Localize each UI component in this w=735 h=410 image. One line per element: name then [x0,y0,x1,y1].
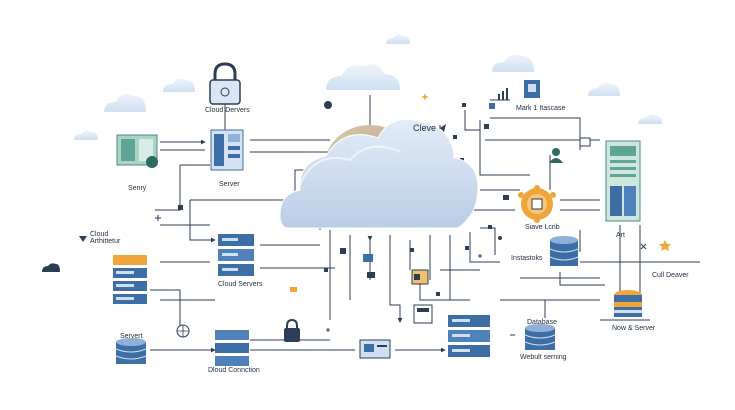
cloud-arch-label-2: Arthittetur [90,238,121,245]
device-icon[interactable] [413,304,433,324]
star-icon [659,240,671,251]
sky-cloud-icon [104,94,146,112]
left-server-stack[interactable] [113,255,147,304]
monitor-icon [359,339,391,359]
box-icon[interactable] [411,269,429,285]
center-server-stack[interactable] [448,315,490,357]
lock-icon[interactable] [284,318,300,342]
slave-node[interactable]: Siave Lcnb [518,185,560,231]
now-server-node[interactable]: Now & Server [612,290,656,332]
cloud-connection-label: Dloud Connction [208,367,260,374]
chip-icon [363,254,375,278]
art-node[interactable]: Art [605,140,641,239]
senry-node[interactable]: Senry [116,134,158,192]
monitor-node[interactable] [359,339,391,359]
server-icon [448,315,490,357]
sky-cloud-icon [42,263,60,272]
sky-cloud-icon [492,54,534,72]
database-icon [614,290,642,317]
panel-icon [116,134,158,168]
database-icon [115,338,147,364]
webuilt-node[interactable]: Database Webult serning [520,319,567,361]
main-cloud-icon [279,118,479,229]
send-icon [440,124,446,132]
cull-deaver-label: Cull Deaver [652,272,689,279]
lock-icon [209,62,241,105]
architecture-label-group: Cloud Arthittetur [79,231,121,245]
webuilt-label: Webult serning [520,354,567,361]
server-node[interactable]: Server [210,129,244,188]
connector-dots [155,93,647,332]
server-icon [218,234,254,276]
background-clouds [42,34,662,272]
slave-label: Siave Lcnb [525,224,560,231]
instastoks-label: Instastoks [511,255,543,262]
server-icon [215,330,249,366]
gear-icon [518,185,556,223]
art-label: Art [616,232,625,239]
sky-cloud-icon [74,130,98,140]
server-tower-icon [605,140,641,222]
globe-icon[interactable] [176,324,190,338]
database-label: Database [527,319,557,326]
server-icon [113,255,147,304]
server-icon [210,129,244,171]
database-icon [524,324,556,350]
pin-icon [79,236,87,242]
cloud-connection-node[interactable]: Dloud Connction [208,330,260,374]
user-icon[interactable] [549,148,563,163]
sky-cloud-icon [638,114,662,124]
image-icon [579,137,591,147]
cleve-label: Cleve [413,123,436,133]
tag-icon [489,103,509,200]
cloud-servers-top-label: Cloud Dervers [205,107,250,114]
server-label: Server [219,181,240,188]
cloud-servers-mid-label: Cloud Servers [218,281,263,288]
mark-label: Mark 1 Itascase [516,105,566,112]
senry-label: Senry [128,185,147,192]
cull-deaver-node[interactable]: Cull Deaver [652,240,689,279]
servert-node[interactable]: Servert [115,333,147,364]
mark-node[interactable]: Mark 1 Itascase [498,80,566,112]
instastoks-node[interactable]: Instastoks [511,236,579,266]
chart-icon [524,80,540,98]
cloud-arch-label-1: Cloud [90,231,108,238]
database-icon [549,236,579,266]
sky-cloud-icon [326,64,400,90]
lock-node[interactable]: Cloud Dervers [205,62,250,114]
sky-cloud-icon [386,34,410,44]
sky-cloud-icon [163,78,195,92]
cloud-servers-node[interactable]: Cloud Servers [218,234,263,288]
servert-label: Servert [120,333,143,340]
sky-cloud-icon [588,82,620,96]
now-server-label: Now & Server [612,325,656,332]
